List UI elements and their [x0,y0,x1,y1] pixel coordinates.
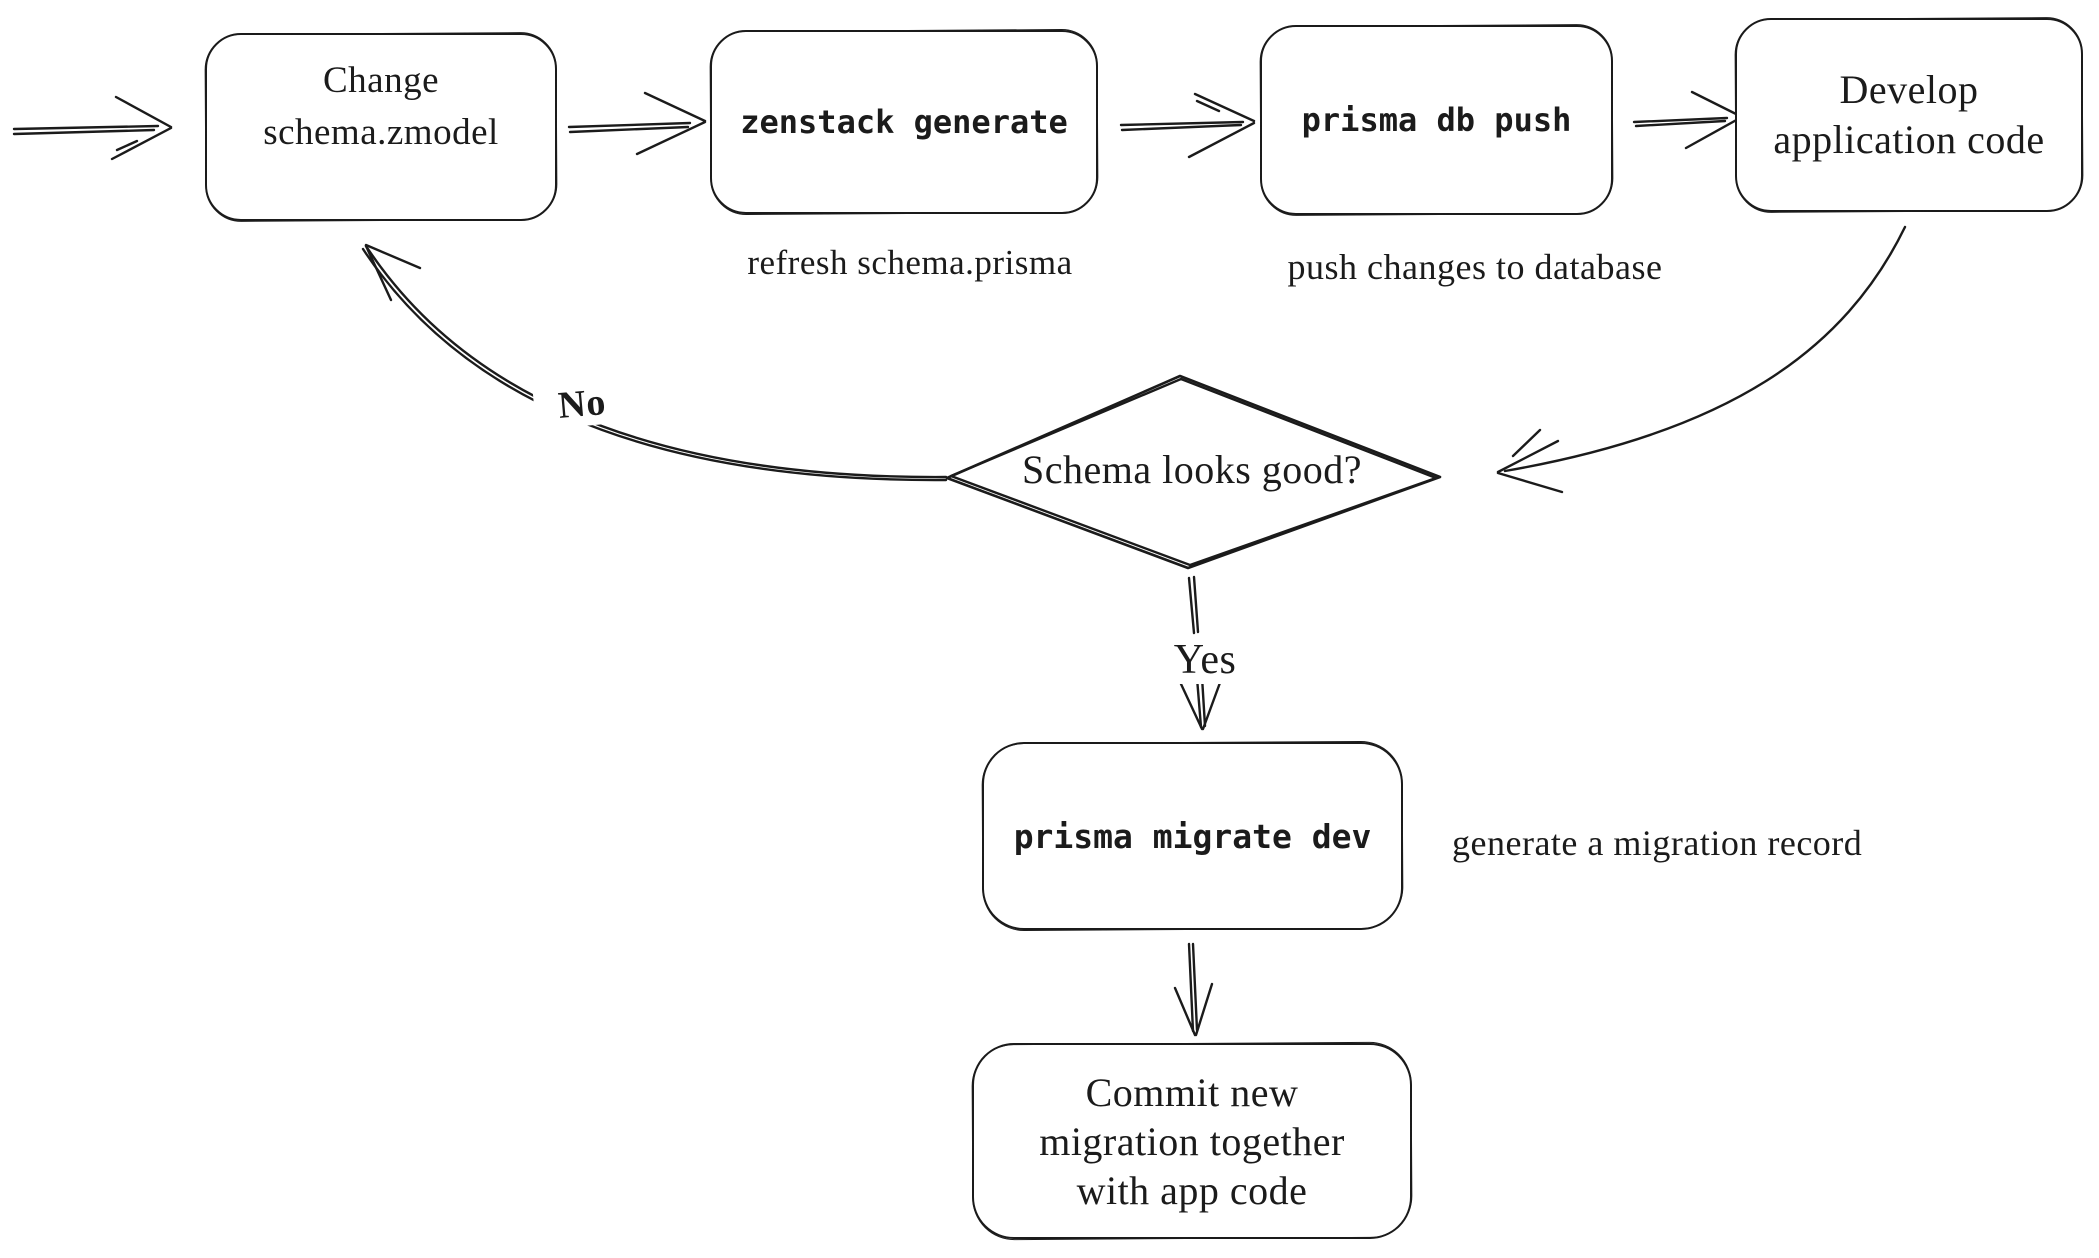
node-change-schema[interactable]: Change schema.zmodel [205,33,557,221]
node-commit-line3: with app code [1076,1167,1308,1213]
arrow-migrate-to-commit[interactable] [1173,942,1214,1037]
node-prisma-db-push[interactable]: prisma db push [1260,25,1613,215]
edge-label-yes[interactable]: Yes [1146,636,1264,684]
caption-generate-migration-record[interactable]: generate a migration record [1452,823,1863,863]
arrow-develop-to-decision[interactable] [1496,225,1907,494]
edge-label-no[interactable]: No [532,377,632,431]
node-prisma-db-push-label: prisma db push [1301,101,1572,139]
node-develop-line2: application code [1773,117,2045,162]
arrow-change-to-zenstack[interactable] [567,91,707,156]
arrow-decision-yes-to-migrate[interactable] [1179,575,1223,731]
node-commit-migration[interactable]: Commit new migration together with app c… [972,1043,1412,1239]
decision-diamond[interactable] [945,374,1442,570]
node-change-schema-line2: schema.zmodel [263,112,499,153]
node-prisma-migrate-dev-label: prisma migrate dev [1013,816,1372,856]
node-prisma-migrate-dev[interactable]: prisma migrate dev [982,742,1403,930]
decision-label[interactable]: Schema looks good? [1021,447,1363,492]
node-commit-line2: migration together [1039,1118,1345,1164]
caption-push-changes-to-database[interactable]: push changes to database [1287,247,1663,287]
arrow-dbpush-to-develop[interactable] [1632,90,1742,150]
arrow-start-to-change[interactable] [12,95,173,161]
node-develop-line1: Develop [1839,67,1979,112]
node-change-schema-line1: Change [322,60,440,101]
caption-refresh-schema-prisma[interactable]: refresh schema.prisma [747,243,1073,282]
node-commit-line1: Commit new [1085,1069,1299,1115]
arrow-zenstack-to-dbpush[interactable] [1119,92,1256,159]
node-zenstack-generate-label: zenstack generate [740,103,1068,141]
node-zenstack-generate[interactable]: zenstack generate [710,30,1098,214]
node-develop-application-code[interactable]: Develop application code [1735,18,2083,212]
